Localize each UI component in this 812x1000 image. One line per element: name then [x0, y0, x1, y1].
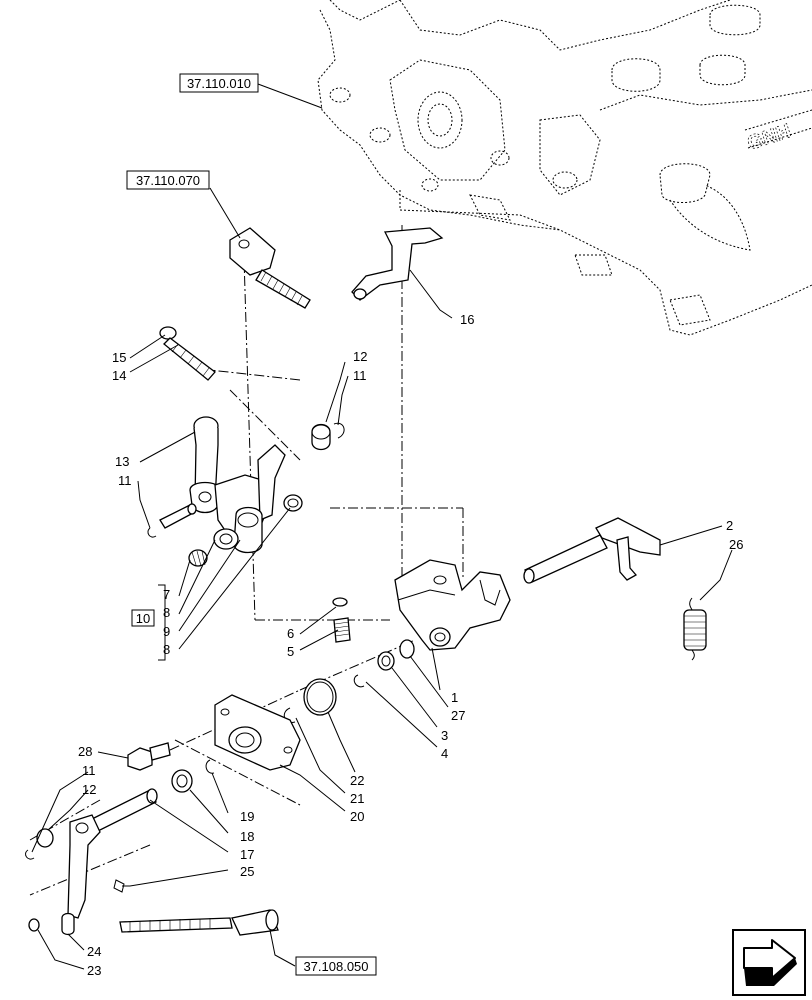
- callout-25: 25: [240, 864, 254, 879]
- clip-part-25: [113, 879, 125, 893]
- callout-box-10: 10: [131, 609, 155, 627]
- callout-16: 16: [460, 312, 474, 327]
- pin-part: [147, 503, 197, 538]
- callout-27: 27: [451, 708, 465, 723]
- callout-18: 18: [240, 829, 254, 844]
- spring-part-26: [683, 597, 707, 661]
- reference-label: 37.110.070: [136, 173, 200, 188]
- flange-part-20: [214, 694, 301, 771]
- next-page-arrow-icon[interactable]: [732, 929, 806, 996]
- callout-2: 2: [726, 518, 733, 533]
- leader-lines: [31, 83, 733, 970]
- svg-text:GNH: GNH: [745, 120, 794, 155]
- bracket-part-16: [351, 227, 444, 301]
- callout-11-low: 11: [82, 763, 96, 778]
- callout-12-top: 12: [353, 349, 367, 364]
- callout-17: 17: [240, 847, 254, 862]
- callout-label: 10: [136, 611, 150, 626]
- screw-part-5: [332, 597, 351, 643]
- callout-3: 3: [441, 728, 448, 743]
- reference-box-37-110-010[interactable]: 37.110.010: [179, 73, 259, 93]
- washer-part-18: [171, 759, 215, 793]
- threaded-bolt-14: [159, 326, 216, 381]
- callout-8-lower: 8: [163, 642, 170, 657]
- cable-rod-assembly: [28, 909, 279, 936]
- support-bracket-1: [394, 559, 511, 651]
- callout-20: 20: [350, 809, 364, 824]
- callout-8-upper: 8: [163, 605, 170, 620]
- callout-6: 6: [287, 626, 294, 641]
- reference-box-37-108-050[interactable]: 37.108.050: [295, 956, 377, 976]
- callout-28: 28: [78, 744, 92, 759]
- clevis-rod-reference: [229, 227, 311, 309]
- callout-23: 23: [87, 963, 101, 978]
- callout-15: 15: [112, 350, 126, 365]
- callout-14: 14: [112, 368, 126, 383]
- callout-12-low: 12: [82, 782, 96, 797]
- shaft-part-2: [523, 517, 661, 584]
- callout-7: 7: [163, 587, 170, 602]
- callout-24: 24: [87, 944, 101, 959]
- reference-label: 37.110.010: [187, 76, 251, 91]
- reference-box-37-110-070[interactable]: 37.110.070: [126, 170, 210, 190]
- bolt-part-28: [127, 742, 171, 771]
- fork-assembly-10: [188, 444, 303, 567]
- callout-1: 1: [451, 690, 458, 705]
- callout-19: 19: [240, 809, 254, 824]
- callout-11-top: 11: [353, 368, 367, 383]
- o-ring-part-22: [283, 678, 337, 723]
- callout-4: 4: [441, 746, 448, 761]
- callout-numbers: 16 15 14 12 11 13 11 7 8 9 8 6 5 2 26 1 …: [78, 312, 743, 978]
- callout-11-mid: 11: [118, 473, 132, 488]
- washers-3-27-4: [353, 639, 415, 688]
- callout-9: 9: [163, 624, 170, 639]
- callout-26: 26: [729, 537, 743, 552]
- lever-shaft-17: [25, 788, 158, 919]
- assembly-center-lines: [29, 225, 464, 896]
- bushing-part-12: [311, 422, 345, 451]
- callout-22: 22: [350, 773, 364, 788]
- callout-21: 21: [350, 791, 364, 806]
- rear-housing-phantom: GNH: [317, 0, 812, 336]
- lever-part-13: [189, 416, 221, 514]
- callout-13: 13: [115, 454, 129, 469]
- callout-5: 5: [287, 644, 294, 659]
- reference-label: 37.108.050: [303, 959, 368, 974]
